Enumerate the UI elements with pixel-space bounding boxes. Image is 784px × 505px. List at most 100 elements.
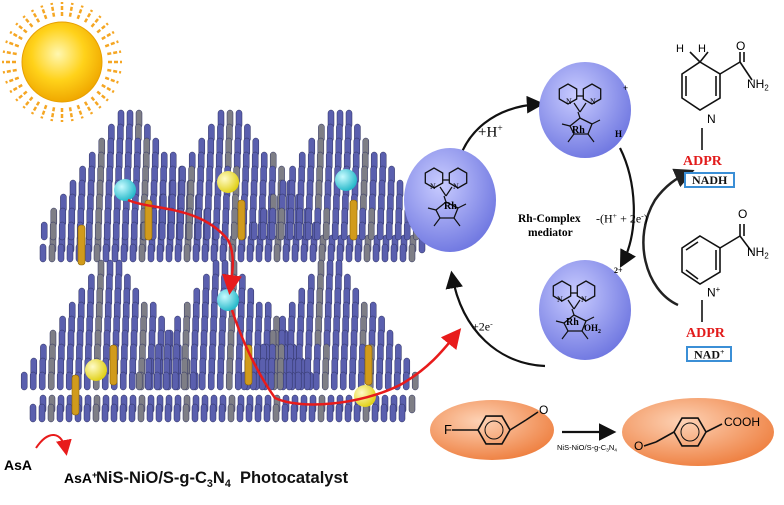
- lattice-rod: [313, 221, 321, 241]
- rh-complex-bottom: [539, 260, 631, 360]
- reactant-ellipse: [430, 400, 554, 460]
- aqua-ligand-label: OH2: [584, 323, 601, 336]
- double-bond: [685, 269, 699, 280]
- lattice-rod: [156, 243, 164, 263]
- nadh-h-label: H: [676, 43, 684, 55]
- lattice-rod: [295, 221, 303, 241]
- bond: [705, 423, 723, 433]
- lattice-rod: [56, 403, 64, 423]
- lattice-rod: [189, 371, 197, 391]
- lattice-rod: [340, 221, 348, 241]
- hydride-atom-label: H: [615, 129, 623, 139]
- sun-ray: [83, 101, 94, 115]
- lattice-rod: [135, 371, 143, 391]
- lattice-rod: [85, 221, 93, 241]
- cycle-arc-right: [619, 147, 636, 268]
- lattice-rod: [312, 371, 320, 391]
- lattice-rod: [165, 243, 173, 263]
- lattice-rod: [354, 243, 362, 263]
- bond: [573, 299, 581, 310]
- lattice-rod: [147, 243, 155, 263]
- lattice-rod: [130, 221, 138, 241]
- lattice-rod: [57, 243, 65, 263]
- bond: [567, 299, 575, 310]
- methyl-bond: [453, 217, 461, 227]
- lattice-rod: [128, 371, 136, 391]
- methyl-bond: [561, 123, 571, 127]
- donor-oxidized-label: AsA+: [64, 470, 98, 486]
- n-atom-label: N: [453, 182, 459, 191]
- n-atom-label: N: [430, 182, 436, 191]
- lattice-rod: [137, 403, 145, 423]
- lattice-rod: [102, 243, 110, 263]
- lattice-rod: [326, 403, 334, 423]
- lattice-rod: [219, 243, 227, 263]
- sun-ray: [22, 96, 34, 109]
- lattice-rod: [264, 243, 272, 263]
- lattice-rod: [120, 243, 128, 263]
- lattice-rod: [29, 403, 37, 423]
- nad-name-box: NAD+: [686, 346, 733, 363]
- lattice-rod: [200, 403, 208, 423]
- lattice-rod: [282, 243, 290, 263]
- lattice-rod: [144, 371, 152, 391]
- sun-ray: [101, 30, 115, 41]
- rh-atom-label: Rh: [572, 125, 585, 136]
- lattice-rod: [162, 371, 170, 391]
- lattice-rod: [103, 221, 111, 241]
- sun-ray: [30, 101, 41, 115]
- lattice-rod: [119, 403, 127, 423]
- electron-transfer-arrow: [127, 198, 242, 295]
- lattice-rod: [174, 243, 182, 263]
- lattice-rod: [39, 243, 47, 263]
- lattice-rod: [286, 221, 294, 241]
- lattice-rod: [29, 371, 37, 391]
- nad-adpr-label: ADPR: [686, 326, 725, 341]
- ring-bond: [424, 167, 444, 189]
- lattice-rod: [48, 243, 56, 263]
- lattice-rod: [272, 403, 280, 423]
- lattice-rod: [38, 403, 46, 423]
- lattice-rod: [225, 371, 233, 391]
- lattice-rod: [263, 403, 271, 423]
- lattice-rod: [303, 371, 311, 391]
- methyl-bond: [587, 133, 595, 143]
- cycle-arc-bottom: [445, 270, 546, 368]
- sun-ray: [2, 50, 17, 56]
- electron-sphere: [217, 289, 239, 311]
- lattice-rod: [268, 221, 276, 241]
- lattice-rod: [299, 403, 307, 423]
- methyl-bond: [585, 316, 595, 322]
- rh-complex-left: [404, 148, 496, 252]
- nadh-adpr-label: ADPR: [683, 154, 722, 169]
- reactant-o-label: O: [539, 403, 549, 417]
- regeneration-arrow: [642, 168, 695, 307]
- lattice-rod: [155, 403, 163, 423]
- sun-ray: [5, 76, 20, 84]
- lattice-rod: [121, 221, 129, 241]
- lattice-rod: [367, 221, 375, 241]
- lattice-rod: [339, 371, 347, 391]
- sun-ray: [76, 5, 84, 20]
- lattice-rod: [138, 243, 146, 263]
- sun-ray: [40, 5, 48, 20]
- ring-bond: [582, 83, 602, 105]
- sun-ray: [68, 2, 74, 17]
- lattice-rod: [408, 394, 416, 414]
- hole-sphere: [85, 359, 107, 381]
- proton-step-label: +H+: [478, 123, 503, 141]
- lattice-rod: [285, 371, 293, 391]
- methyl-bond: [591, 119, 601, 125]
- rh-complex-structures: [424, 83, 602, 340]
- lattice-rod: [218, 403, 226, 423]
- reaction-structures: [452, 411, 723, 447]
- methyl-bond: [561, 330, 569, 340]
- methyl-bond: [433, 217, 441, 227]
- lattice-rod: [250, 221, 258, 241]
- lattice-rod: [153, 371, 161, 391]
- nad-amide-nh2: NH2: [747, 245, 769, 261]
- lattice-rod: [389, 403, 397, 423]
- lattice-rod: [47, 371, 55, 391]
- lattice-rod: [40, 221, 48, 241]
- sun-ray: [40, 104, 48, 119]
